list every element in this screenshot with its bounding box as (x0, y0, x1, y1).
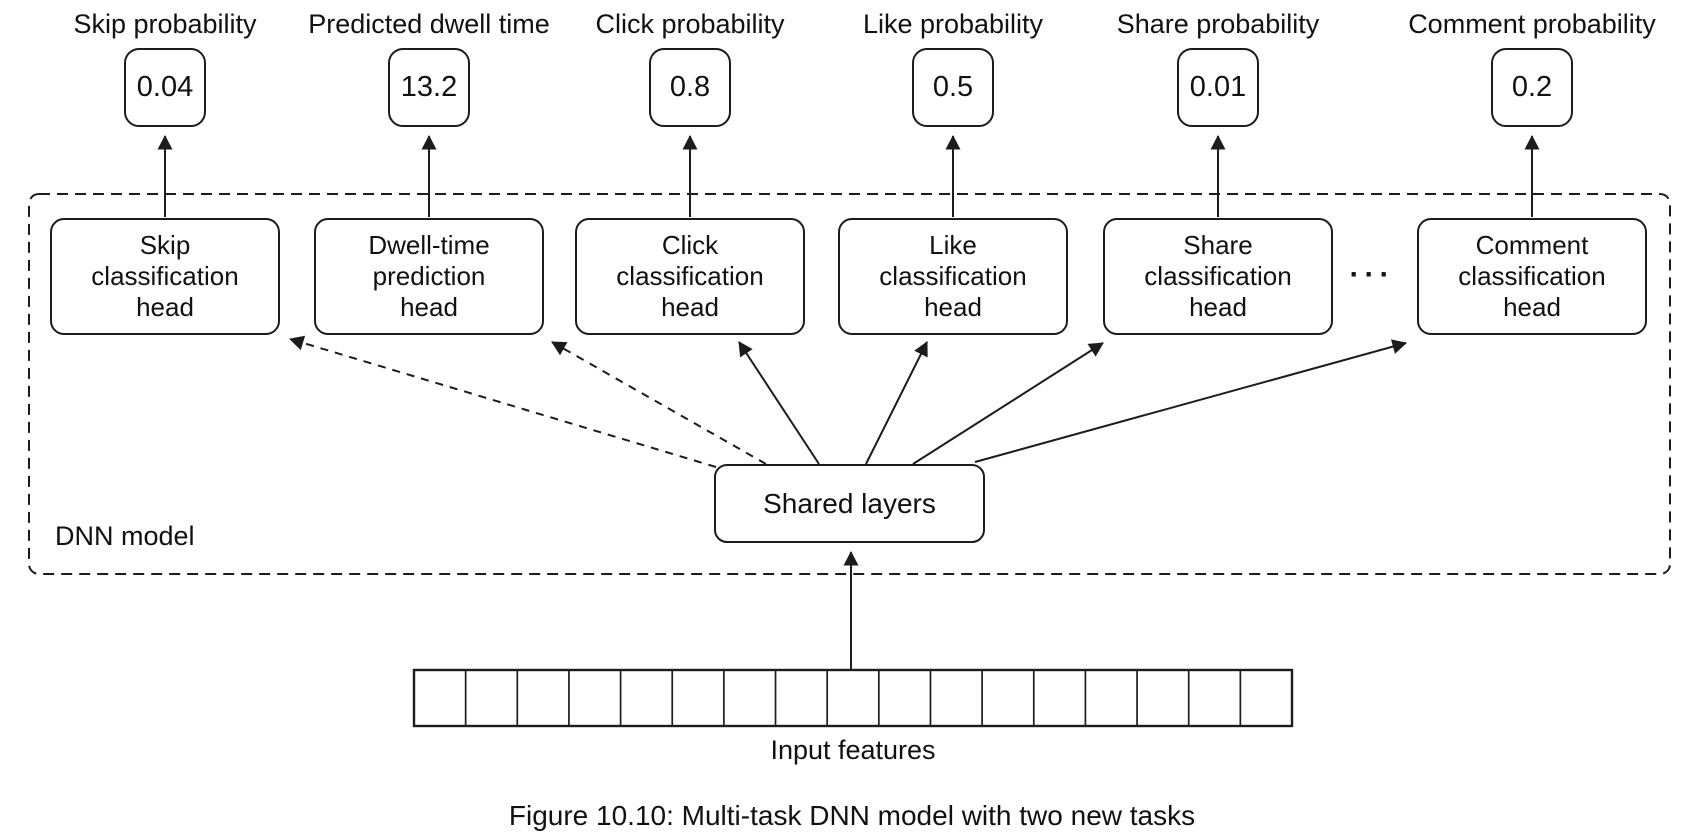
value-box-share: 0.01 (1177, 48, 1259, 127)
output-label-click: Click probability (595, 9, 785, 39)
head-box-skip: Skip classification head (50, 218, 280, 335)
head-box-click: Click classification head (575, 218, 805, 335)
output-label-skip: Skip probability (73, 9, 257, 39)
more-heads-ellipsis: ··· (1349, 258, 1395, 291)
output-label-like: Like probability (862, 9, 1044, 39)
arrow-shared-to-comment-head (974, 339, 1407, 463)
value-box-like: 0.5 (912, 48, 994, 127)
value-box-comment: 0.2 (1491, 48, 1573, 127)
dnn-model-dashed-border (28, 193, 1671, 575)
output-label-dwell: Predicted dwell time (308, 9, 550, 39)
arrow-shared-to-like-head (865, 341, 928, 465)
head-box-like: Like classification head (838, 218, 1068, 335)
figure-caption: Figure 10.10: Multi-task DNN model with … (508, 800, 1196, 831)
arrow-shared-to-share-head (912, 342, 1104, 465)
arrow-shared-to-click-head (738, 341, 820, 465)
head-box-comment: Comment classification head (1417, 218, 1647, 335)
head-box-share: Share classification head (1103, 218, 1333, 335)
output-label-comment: Comment probability (1408, 9, 1656, 39)
arrow-shared-to-skip-head (289, 335, 717, 468)
value-box-dwell: 13.2 (388, 48, 470, 127)
input-features-label: Input features (770, 735, 936, 765)
value-box-skip: 0.04 (124, 48, 206, 127)
arrow-shared-to-dwell-head (551, 341, 767, 465)
value-box-click: 0.8 (649, 48, 731, 127)
head-box-dwell: Dwell-time prediction head (314, 218, 544, 335)
input-features-row (412, 668, 1294, 728)
shared-layers-box: Shared layers (714, 464, 985, 543)
output-label-share: Share probability (1116, 9, 1320, 39)
dnn-model-label: DNN model (55, 521, 195, 551)
input-features-outline (412, 668, 1294, 728)
